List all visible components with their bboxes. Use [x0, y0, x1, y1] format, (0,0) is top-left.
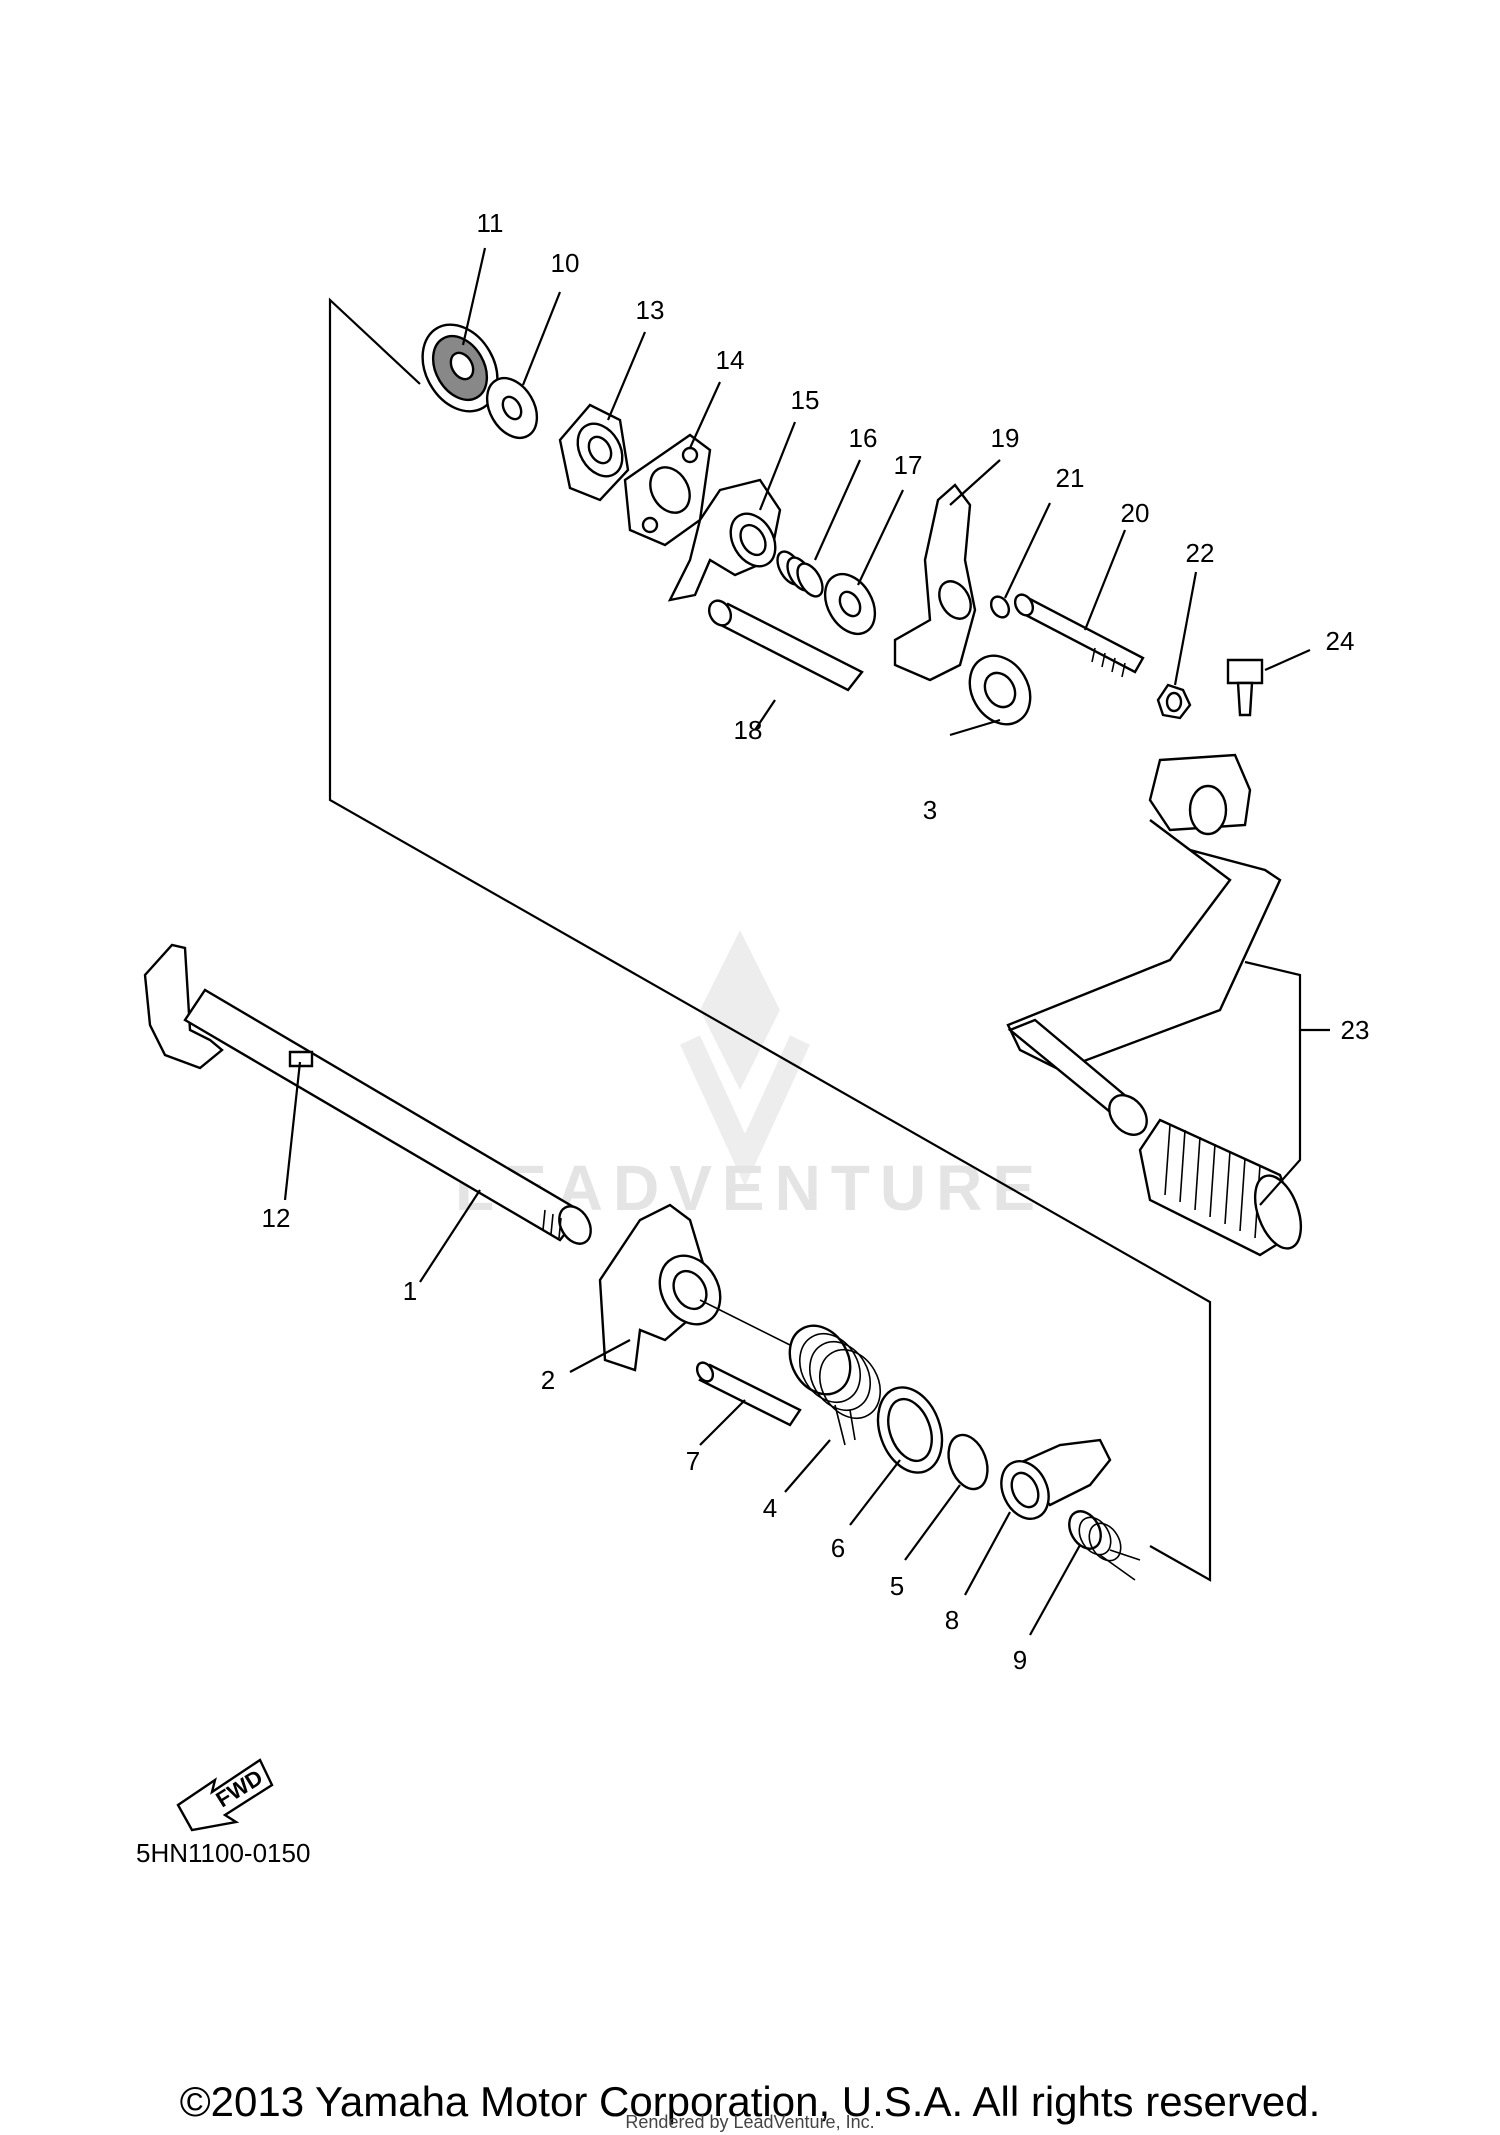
part-22-nut — [1156, 683, 1192, 720]
copyright-notice: ©2013 Yamaha Motor Corporation, U.S.A. A… — [179, 2078, 1321, 2125]
callout-20: 20 — [1121, 498, 1150, 528]
frame-lines — [328, 297, 1212, 1582]
callout-18: 18 — [734, 715, 763, 745]
callout-12: 12 — [262, 1203, 291, 1233]
part-12-pin — [288, 1050, 314, 1068]
callout-19: 19 — [991, 423, 1020, 453]
part-23-shift-pedal — [1006, 753, 1303, 1257]
callout-7: 7 — [686, 1446, 700, 1476]
callout-21: 21 — [1056, 463, 1085, 493]
callout-1: 1 — [403, 1276, 417, 1306]
leader-lines — [283, 247, 1330, 1636]
part-18-pin — [707, 599, 864, 692]
callout-labels: 11 10 13 14 15 16 17 19 21 20 22 24 18 3… — [262, 208, 1370, 1675]
part-14-plate — [623, 433, 712, 547]
part-8-stopper-lever — [1000, 1438, 1112, 1520]
callout-22: 22 — [1186, 538, 1215, 568]
callout-13: 13 — [636, 295, 665, 325]
callout-5: 5 — [890, 1571, 904, 1601]
watermark-logo — [680, 930, 810, 1187]
part-6-washer — [876, 1386, 944, 1474]
callout-2: 2 — [541, 1365, 555, 1395]
callout-4: 4 — [763, 1493, 777, 1523]
callout-23: 23 — [1341, 1015, 1370, 1045]
part-24-bolt — [1226, 658, 1264, 717]
callout-8: 8 — [945, 1605, 959, 1635]
part-4-return-spring — [788, 1324, 881, 1446]
callout-11: 11 — [477, 208, 504, 238]
part-7-pin — [695, 1361, 802, 1427]
callout-24: 24 — [1326, 626, 1355, 656]
part-2-shift-arm — [598, 1203, 821, 1372]
part-9-spring — [1068, 1510, 1141, 1581]
callout-15: 15 — [791, 385, 820, 415]
part-21-oring — [989, 595, 1011, 619]
callout-14: 14 — [716, 345, 745, 375]
callout-6: 6 — [831, 1533, 845, 1563]
callout-17: 17 — [894, 450, 923, 480]
part-3-bushing — [968, 654, 1032, 726]
part-5-circlip — [947, 1433, 989, 1491]
part-17-washer — [823, 572, 877, 636]
fwd-arrow-icon: FWD — [176, 1758, 274, 1832]
part-15-lever — [667, 478, 782, 602]
callout-3: 3 — [923, 795, 937, 825]
part-16-spring — [776, 550, 824, 598]
callout-10: 10 — [551, 248, 580, 278]
part-1-shift-shaft — [143, 943, 592, 1245]
part-11-bearing — [421, 323, 499, 413]
callout-9: 9 — [1013, 1645, 1027, 1675]
diagram-code: 5HN1100-0150 — [136, 1838, 310, 1868]
part-10-washer — [485, 376, 539, 440]
rendered-by-notice: Rendered by LeadVenture, Inc. — [625, 2112, 875, 2132]
callout-16: 16 — [849, 423, 878, 453]
part-13-stopper — [558, 403, 630, 502]
part-19-arm — [893, 483, 977, 682]
part-20-bolt — [1013, 593, 1145, 678]
